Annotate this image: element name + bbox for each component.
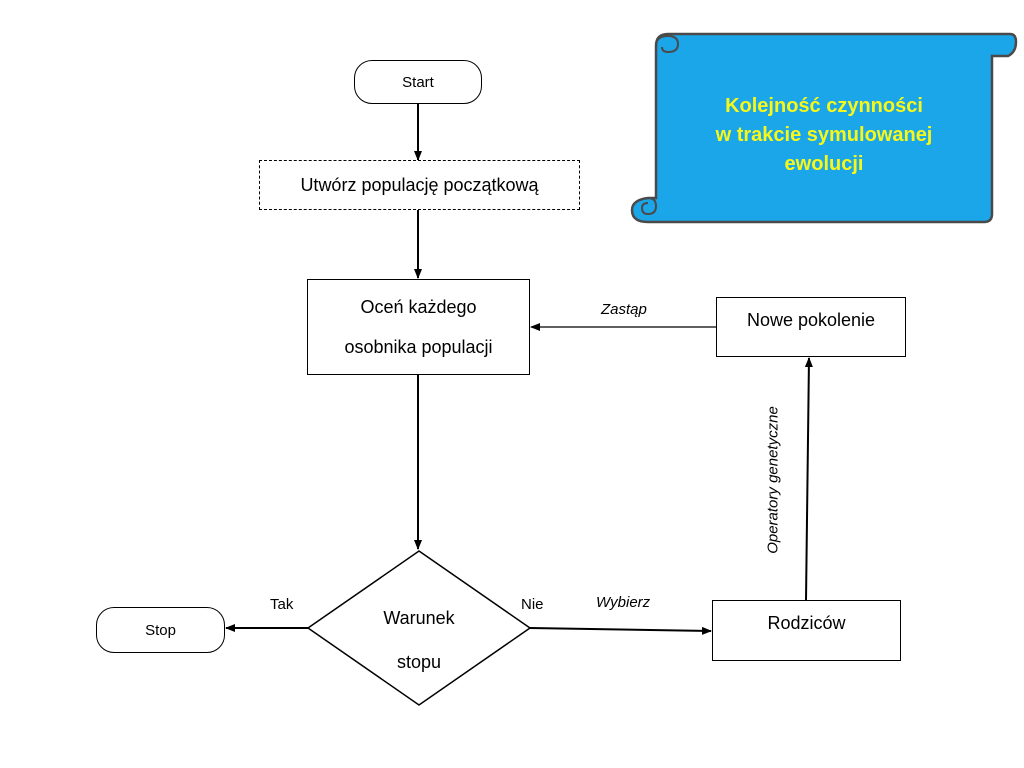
condition-label-line2: stopu <box>396 652 442 672</box>
evaluate-node[interactable]: Oceń każdego osobnika populacji <box>307 279 530 375</box>
init-population-label: Utwórz populację początkową <box>300 174 539 195</box>
condition-label: Warunek stopu <box>344 596 494 684</box>
new-generation-node[interactable]: Nowe pokolenie <box>716 297 906 357</box>
genetic-operators-label: Operatory genetyczne <box>764 406 782 554</box>
init-population-node[interactable]: Utwórz populację początkową <box>259 160 580 210</box>
no-label: Nie <box>521 596 544 613</box>
yes-label: Tak <box>270 596 294 613</box>
select-label: Wybierz <box>596 594 651 611</box>
edge-parents-newgen <box>804 357 813 601</box>
parents-label: Rodziców <box>767 613 846 633</box>
stop-node[interactable]: Stop <box>96 607 225 653</box>
title-scroll <box>630 32 1018 224</box>
condition-label-line1: Warunek <box>383 608 455 628</box>
stop-label: Stop <box>145 621 176 639</box>
start-node[interactable]: Start <box>354 60 482 104</box>
evaluate-label-line1: Oceń każdego <box>360 297 477 317</box>
new-generation-label: Nowe pokolenie <box>746 310 876 330</box>
start-label: Start <box>402 73 434 91</box>
condition-diamond[interactable] <box>306 550 532 706</box>
parents-node[interactable]: Rodziców <box>712 600 901 661</box>
title-line3: ewolucji <box>784 153 864 175</box>
title-line1: Kolejność czynności <box>725 95 923 117</box>
title-text: Kolejność czynności w trakcie symulowane… <box>662 92 986 179</box>
edge-condition-parents <box>529 626 712 635</box>
title-line2: w trakcie symulowanej <box>715 124 933 146</box>
replace-label: Zastąp <box>601 301 647 318</box>
evaluate-label-line2: osobnika populacji <box>344 337 493 357</box>
